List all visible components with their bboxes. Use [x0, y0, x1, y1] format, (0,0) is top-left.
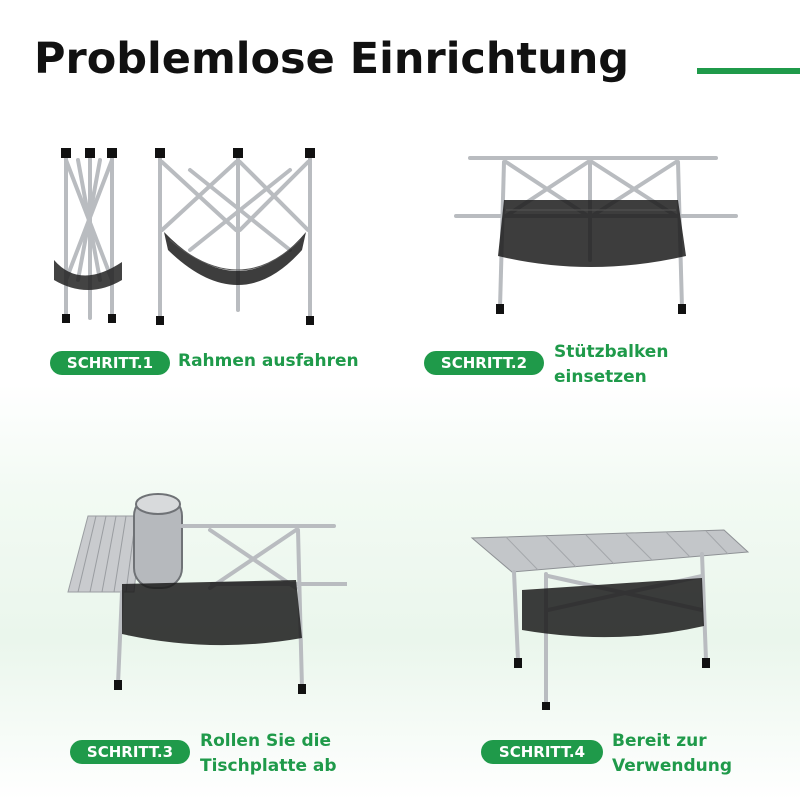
step-4-caption: Bereit zur Verwendung: [612, 729, 732, 779]
step-2-illustration: [454, 156, 738, 314]
step-2-caption-line-2: einsetzen: [554, 367, 647, 387]
page-title: Problemlose Einrichtung: [34, 34, 630, 84]
step-3-caption-line-1: Rollen Sie die: [200, 731, 332, 751]
step-4-badge: SCHRITT.4: [481, 740, 603, 764]
step-3-illustration: [67, 493, 347, 694]
step-4-caption-line-1: Bereit zur: [612, 731, 707, 751]
step-1-caption-line-1: Rahmen ausfahren: [178, 351, 359, 371]
step-3-caption: Rollen Sie die Tischplatte ab: [200, 729, 337, 779]
step-2-caption-line-1: Stützbalken: [554, 342, 669, 362]
step-2-badge: SCHRITT.2: [424, 351, 544, 375]
step-1-caption: Rahmen ausfahren: [178, 349, 359, 374]
step-4-caption-line-2: Verwendung: [612, 756, 733, 776]
step-1-illustration: [54, 148, 315, 325]
step-1-badge: SCHRITT.1: [50, 351, 170, 375]
step-3-caption-line-2: Tischplatte ab: [200, 756, 337, 776]
step-2-caption: Stützbalken einsetzen: [554, 340, 668, 390]
step-4-illustration: [470, 529, 750, 710]
step-3-badge: SCHRITT.3: [70, 740, 190, 764]
title-accent-line: [697, 68, 800, 74]
